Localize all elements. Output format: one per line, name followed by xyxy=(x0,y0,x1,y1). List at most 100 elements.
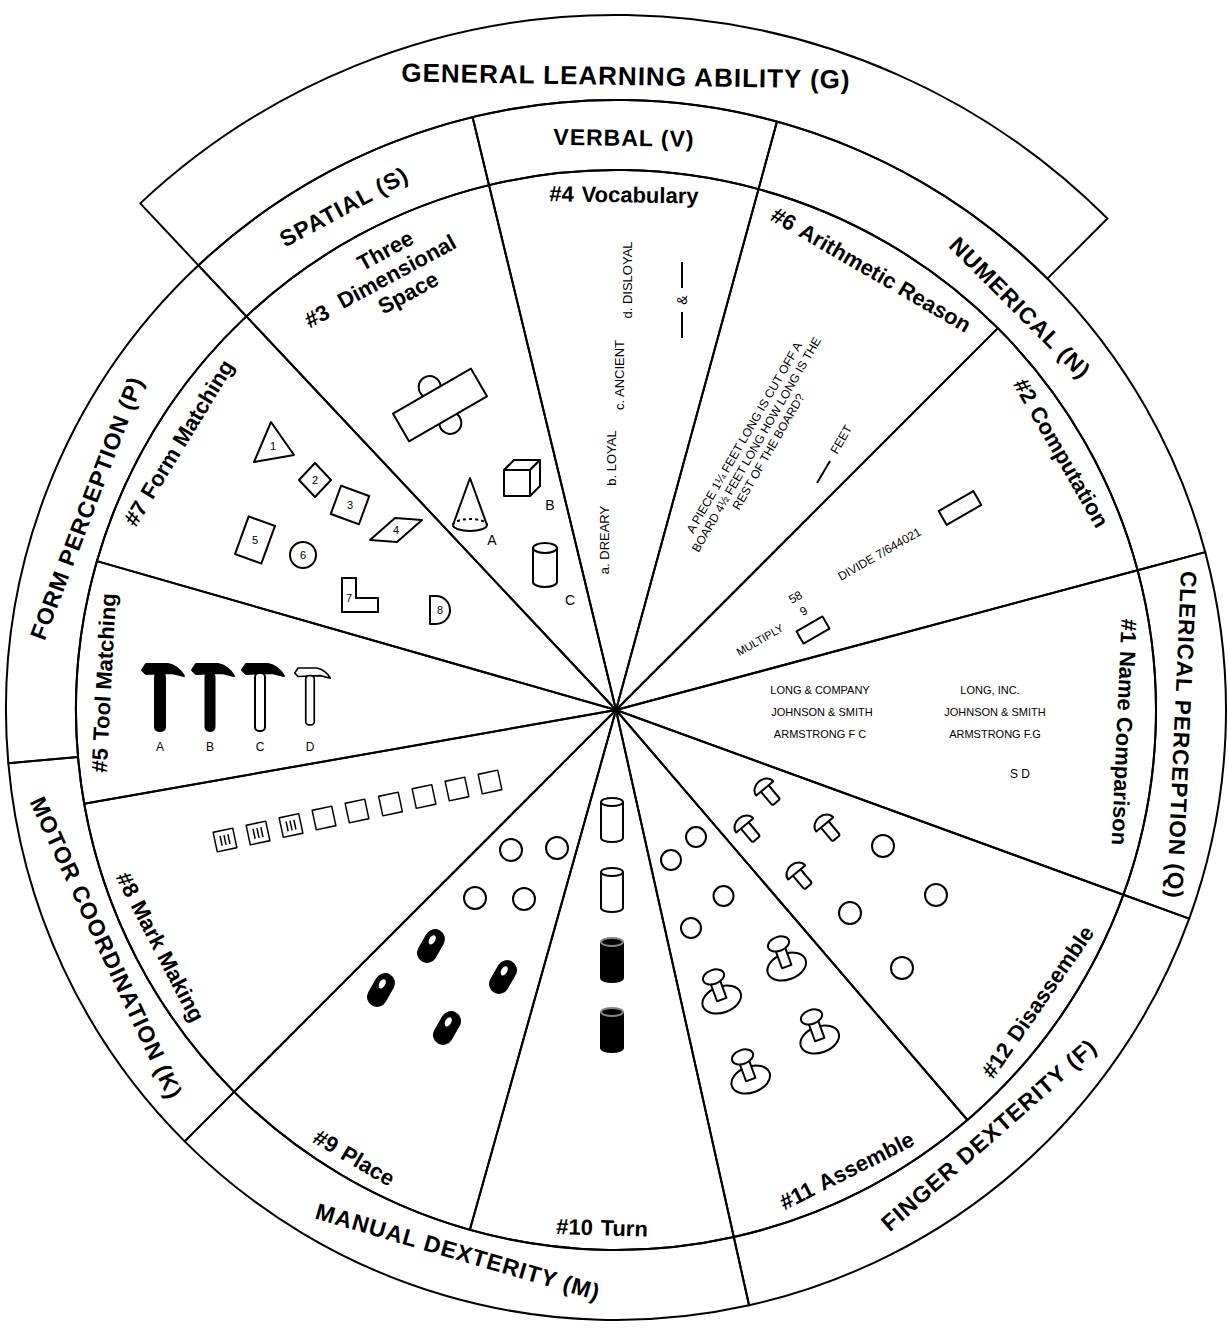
test-wedge: #8Mark Making xyxy=(81,707,619,1095)
segment-outline-path xyxy=(616,710,1123,1120)
segment-outline-path xyxy=(76,561,616,804)
sample-item-text: MULTIPLY xyxy=(734,621,786,658)
wedge-title: #7Form Matching xyxy=(119,356,240,531)
sample-item-text: 2 xyxy=(312,474,318,487)
sample-item-text: C xyxy=(256,741,265,755)
test-number: #9 xyxy=(309,1124,343,1158)
test-wedge: #1Name Comparison xyxy=(613,567,1159,898)
sample-item-text: FEET xyxy=(828,423,855,456)
test-number: #8 xyxy=(111,868,145,901)
segment-outline xyxy=(181,1088,753,1323)
test-number: #10 xyxy=(556,1214,593,1240)
segment-outline-path xyxy=(234,710,616,1230)
aptitude-name: GENERAL LEARNING ABILITY (G) xyxy=(401,59,851,96)
test-wedge: #3Three Dimensional Space xyxy=(243,182,619,713)
segment-outline-path xyxy=(616,189,998,710)
segment-outline-path xyxy=(734,895,1189,1306)
segment-outline xyxy=(730,891,1193,1309)
sample-item-text: DIVIDE 7/644021 xyxy=(836,526,924,585)
sample-item-text: LONG & COMPANY xyxy=(770,684,869,697)
test-number: #11 xyxy=(775,1177,818,1216)
wedge-title: #12Disassemble xyxy=(976,921,1099,1083)
segment-outline-path xyxy=(616,570,1156,894)
segment-outline xyxy=(613,567,1159,898)
test-name: Turn xyxy=(600,1216,648,1243)
segment-outline xyxy=(231,707,619,1233)
test-name: Computation xyxy=(1024,402,1114,532)
segment-outline xyxy=(466,707,737,1253)
aptitude-segment: MANUAL DEXTERITY (M) xyxy=(181,1088,753,1323)
sample-item-text: ARMSTRONG F.G xyxy=(949,728,1041,741)
segment-outline-path xyxy=(97,316,616,710)
segment-outline-path xyxy=(246,185,616,710)
segment-outline-path xyxy=(616,710,967,1237)
test-number: #2 xyxy=(1008,374,1042,408)
wedge-title: #6Arithmetic Reason xyxy=(767,203,976,339)
test-name: Tool Matching xyxy=(88,593,121,742)
test-wedge: #7Form Matching xyxy=(93,313,619,713)
sample-item-text: 9 xyxy=(798,604,811,619)
test-wedge: #10 Turn xyxy=(466,707,737,1253)
test-name: Arithmetic Reason xyxy=(795,219,976,339)
sample-item-text: B xyxy=(545,497,554,513)
aptitude-segment: FINGER DEXTERITY (F) xyxy=(730,891,1193,1309)
segment-outline-path xyxy=(1123,552,1226,919)
wedge-title: #3Three Dimensional Space xyxy=(289,206,478,353)
test-name: Assemble xyxy=(814,1127,918,1196)
test-name: Place xyxy=(337,1140,399,1191)
segment-outline-path xyxy=(758,122,1205,571)
segment-outline-path xyxy=(8,757,234,1141)
sample-item-text: JOHNSON & SMITH xyxy=(944,706,1045,719)
test-name: Name Comparison xyxy=(1106,651,1140,846)
wedge-title: #8Mark Making xyxy=(111,868,210,1026)
sample-item-text: JOHNSON & SMITH xyxy=(771,706,872,719)
sample-item-text: 1 xyxy=(270,440,276,453)
segment-outline-path xyxy=(473,100,777,189)
sample-item-text: C xyxy=(565,592,575,608)
wedge-title: #5 Tool Matching xyxy=(87,593,122,774)
sample-item-text: A xyxy=(487,532,496,548)
segment-outline-path xyxy=(6,265,246,763)
wedge-title: #10 Turn xyxy=(556,1214,648,1242)
sample-item-text: D xyxy=(306,741,315,755)
sample-item-text: 8 xyxy=(437,604,443,617)
sample-item-text: c. ANCIENT xyxy=(613,340,628,410)
sample-item-text: LONG, INC. xyxy=(960,684,1019,697)
wedge-title: #4 Vocabulary xyxy=(549,181,699,209)
sample-item-text: 3 xyxy=(347,499,353,512)
segment-outline xyxy=(81,707,619,1095)
sample-item-text: & xyxy=(674,295,690,304)
test-wedge: #12Disassemble xyxy=(613,707,1127,1124)
segment-outline xyxy=(613,707,971,1240)
test-number: #6 xyxy=(767,203,801,237)
sample-item-text: S D xyxy=(1010,768,1030,782)
wedge-title: #2Computation xyxy=(1008,374,1114,532)
wedge-title: #1Name Comparison xyxy=(1106,618,1141,845)
test-name: Form Matching xyxy=(136,356,240,504)
sample-item-text: 4 xyxy=(393,524,399,537)
aptitude-name: VERBAL (V) xyxy=(554,124,696,153)
sample-item-text: 5 xyxy=(252,534,258,547)
sample-item-text: ARMSTRONG F C xyxy=(774,728,866,741)
test-wedge: #6Arithmetic Reason xyxy=(613,186,1001,713)
segment-outline-path xyxy=(84,710,616,1092)
segment-outline xyxy=(93,313,619,713)
aptitude-segment: MOTOR COORDINATION (K) xyxy=(5,754,238,1145)
sample-item-text: 7 xyxy=(346,592,352,605)
test-number: #1 xyxy=(1115,618,1141,644)
sample-item-text: A xyxy=(156,741,164,755)
test-name: Vocabulary xyxy=(581,182,698,209)
test-name: Three Dimensional Space xyxy=(317,206,477,338)
segment-outline xyxy=(613,707,1127,1124)
segment-outline xyxy=(613,186,1001,713)
segment-outline-path xyxy=(185,1092,749,1320)
test-name: Disassemble xyxy=(1002,921,1099,1046)
test-number: #7 xyxy=(119,497,153,531)
sample-item-text: b. LOYAL xyxy=(605,430,620,485)
test-number: #4 xyxy=(549,181,574,207)
test-wedge: #11Assemble xyxy=(613,707,971,1240)
sample-item-text: A PIECE 1¼ FEET LONG IS CUT OFF A BOARD … xyxy=(674,322,840,568)
sample-item-text: 6 xyxy=(300,549,306,562)
sample-item-text: B xyxy=(206,741,214,755)
test-number: #5 xyxy=(87,748,114,774)
